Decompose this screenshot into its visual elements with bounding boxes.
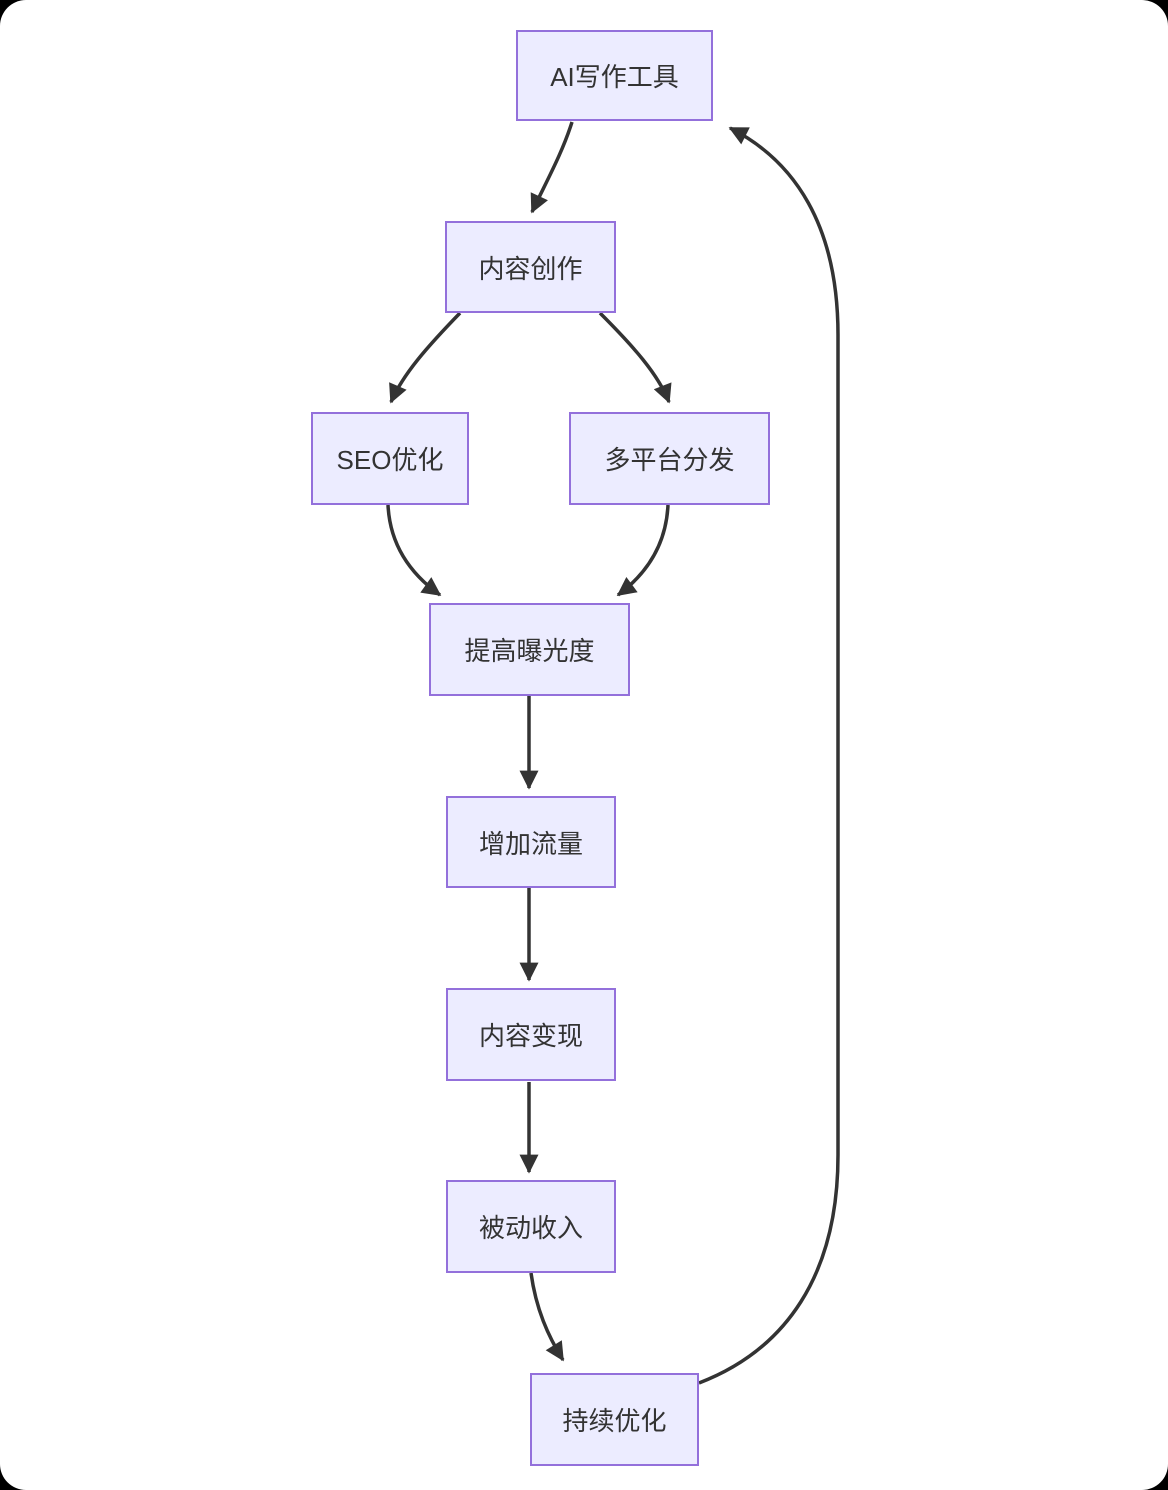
node-ai-writing-tool[interactable]: AI写作工具 xyxy=(516,30,713,121)
edge-content-creation-to-seo xyxy=(389,311,462,404)
node-content-monetization-label: 内容变现 xyxy=(478,1021,583,1051)
node-continuous-optimization[interactable]: 持续优化 xyxy=(530,1373,699,1466)
node-passive-income[interactable]: 被动收入 xyxy=(446,1180,616,1273)
node-continuous-optimization-label: 持续优化 xyxy=(562,1406,667,1436)
node-seo-optimization[interactable]: SEO优化 xyxy=(311,412,469,505)
edge-content-creation-to-distribution xyxy=(598,311,672,404)
node-content-creation[interactable]: 内容创作 xyxy=(445,221,616,313)
node-increase-traffic[interactable]: 增加流量 xyxy=(446,796,616,888)
node-seo-optimization-label: SEO优化 xyxy=(336,445,444,475)
node-multi-platform-distribution[interactable]: 多平台分发 xyxy=(569,412,770,505)
node-content-creation-label: 内容创作 xyxy=(478,253,583,284)
edge-distribution-to-exposure xyxy=(616,504,670,597)
node-multi-platform-distribution-label: 多平台分发 xyxy=(604,445,735,475)
edge-ai-tool-to-content-creation xyxy=(530,121,574,214)
edge-seo-to-exposure xyxy=(386,504,442,597)
edge-optimization-to-ai-tool xyxy=(698,126,840,1385)
node-increase-exposure[interactable]: 提高曝光度 xyxy=(429,603,630,696)
node-ai-writing-tool-label: AI写作工具 xyxy=(550,62,679,92)
node-content-monetization[interactable]: 内容变现 xyxy=(446,988,616,1081)
edge-passive-income-to-optimization xyxy=(529,1272,565,1362)
node-increase-exposure-label: 提高曝光度 xyxy=(464,636,595,666)
node-passive-income-label: 被动收入 xyxy=(478,1213,583,1243)
node-increase-traffic-label: 增加流量 xyxy=(478,828,583,859)
